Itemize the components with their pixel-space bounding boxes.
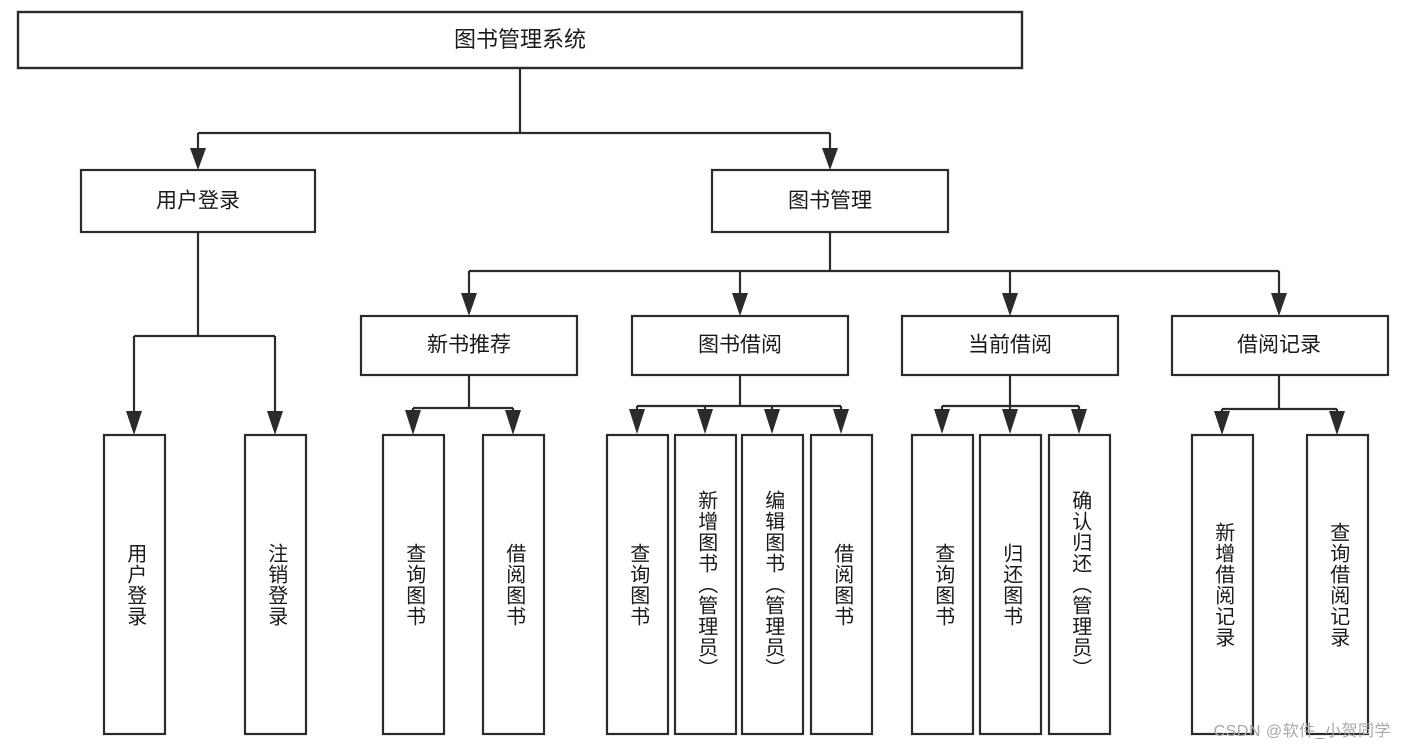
node-box-group: [16, 10, 1390, 736]
node-root-label: 图书管理系统: [454, 27, 586, 52]
leaf-box-book-borrow-3[interactable]: [740, 433, 805, 736]
arrowhead-user-login-leaf: [126, 411, 142, 435]
leaf-box-current-borrow-2[interactable]: [978, 433, 1043, 736]
leaf-box-borrow-record-1[interactable]: [1190, 433, 1255, 736]
leaf-box-new-book-1[interactable]: [381, 433, 446, 736]
node-book-borrow-label: 图书借阅: [698, 334, 782, 357]
leaf-box-borrow-record-2[interactable]: [1305, 433, 1370, 736]
leaf-box-current-borrow-3[interactable]: [1047, 433, 1112, 736]
node-user-login-box[interactable]: [79, 168, 317, 234]
leaf-box-book-borrow-4[interactable]: [809, 433, 874, 736]
node-borrow-record-label: 借阅记录: [1237, 334, 1321, 357]
arrowhead-newbook-leaf-1: [405, 410, 421, 435]
arrowhead-borrowrecord: [1271, 293, 1287, 316]
arrowhead-logout-leaf: [267, 411, 283, 435]
node-new-book-recommend-label: 新书推荐: [427, 334, 511, 357]
node-book-management-box[interactable]: [710, 168, 950, 234]
node-book-borrow-box[interactable]: [630, 314, 850, 377]
leaf-box-user-login-2[interactable]: [243, 433, 308, 736]
leaf-box-current-borrow-1[interactable]: [910, 433, 975, 736]
arrowhead-borrowrecord-leaf-1: [1214, 411, 1230, 435]
node-book-management-label: 图书管理: [788, 190, 872, 213]
node-root-box[interactable]: [16, 10, 1024, 70]
arrowhead-currentborrow: [1002, 293, 1018, 316]
leaf-box-new-book-2[interactable]: [481, 433, 546, 736]
node-label-group: 图书管理系统 用户登录 图书管理 新书推荐 图书借阅 当前借阅 借阅记录: [156, 27, 1321, 357]
csdn-watermark: CSDN @软件_小贺同学: [1213, 723, 1391, 740]
arrowhead-newbook-leaf-2: [505, 410, 521, 435]
arrowhead-bookborrow: [732, 293, 748, 316]
arrowhead-borrowrecord-leaf-2: [1329, 411, 1345, 435]
arrowhead-currentborrow-leaf-1: [934, 409, 950, 434]
leaf-box-user-login-1[interactable]: [102, 433, 167, 736]
arrowhead-bookborrow-leaf-1: [629, 409, 645, 434]
arrowhead-bookborrow-leaf-2: [697, 409, 713, 434]
arrowhead-bookmgmt: [822, 148, 838, 170]
node-current-borrow-label: 当前借阅: [968, 334, 1052, 357]
arrowhead-bookborrow-leaf-3: [764, 409, 780, 434]
arrowhead-bookborrow-leaf-4: [833, 409, 849, 434]
node-user-login-label: 用户登录: [156, 190, 240, 213]
connector-group: [126, 68, 1345, 435]
node-new-book-recommend-box[interactable]: [359, 314, 579, 377]
node-current-borrow-box[interactable]: [900, 314, 1120, 377]
leaf-box-book-borrow-2[interactable]: [673, 433, 738, 736]
arrowhead-currentborrow-leaf-2: [1002, 409, 1018, 434]
node-borrow-record-box[interactable]: [1170, 314, 1390, 377]
arrowhead-newbook: [461, 293, 477, 316]
leaf-box-book-borrow-1[interactable]: [605, 433, 670, 736]
arrowhead-currentborrow-leaf-3: [1071, 409, 1087, 434]
arrowhead-userlogin: [190, 148, 206, 170]
